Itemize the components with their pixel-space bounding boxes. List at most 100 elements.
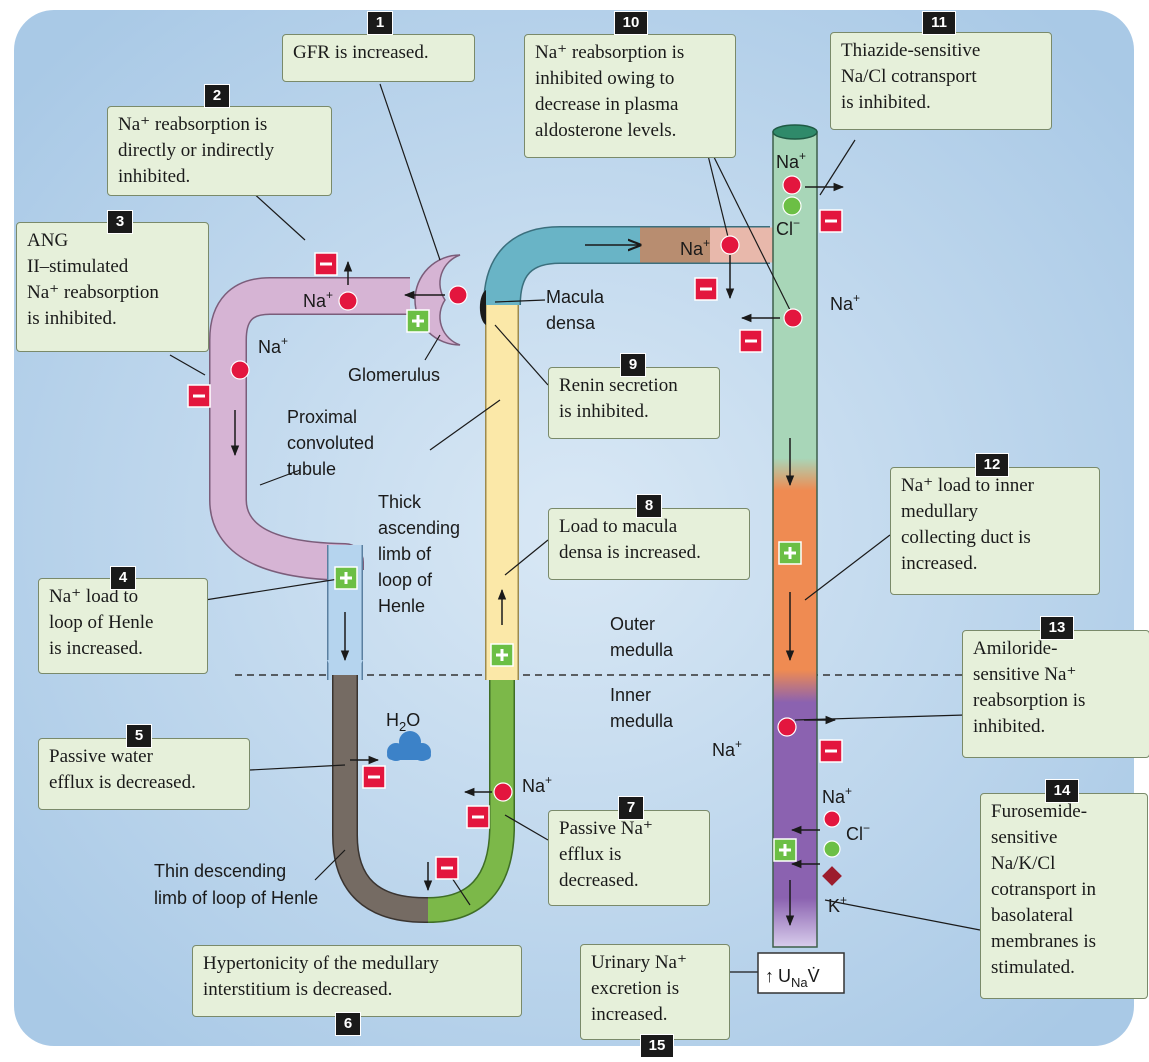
cl-label-cotransport: Cl−: [846, 821, 870, 844]
na-label-cd-cortex: Na+: [830, 291, 860, 314]
na-label-cotransport: Na+: [822, 784, 852, 807]
water-cloud-icon: [387, 731, 431, 761]
na-ion-pct-2: [230, 360, 250, 380]
macula-densa: [479, 290, 486, 325]
minus-badge-water: [362, 765, 386, 789]
na-ion-pct: [338, 291, 358, 311]
callout-6: Hypertonicity of the medullary interstit…: [192, 945, 522, 1017]
plus-badge-tal: [490, 643, 514, 667]
callout-9: Renin secretion is inhibited.: [548, 367, 720, 439]
callout-12: Na⁺ load to inner medullary collecting d…: [890, 467, 1100, 595]
label-outer-2: medulla: [610, 640, 674, 660]
proximal-convoluted-tubule: [210, 278, 410, 580]
plus-badges: [334, 309, 802, 862]
flow-arrows: [230, 245, 795, 927]
label-inner-1: Inner: [610, 685, 651, 705]
callout-number-13: 13: [1040, 616, 1074, 640]
thin-descending-limb: [333, 675, 430, 922]
plus-badge-furosemide: [773, 838, 797, 862]
na-ion-cotransport: [823, 810, 841, 828]
label-macula-2: densa: [546, 313, 596, 333]
distal-tubule-early: [484, 227, 640, 306]
plus-badge-glomerulus: [406, 309, 430, 333]
thin-ascending-limb: [427, 670, 514, 922]
label-inner-2: medulla: [610, 711, 674, 731]
minus-badge-cd-cortex: [739, 329, 763, 353]
cl-ion-cd-top: [782, 196, 802, 216]
label-macula-1: Macula: [546, 287, 605, 307]
label-outer-1: Outer: [610, 614, 655, 634]
label-tdl-1: Thin descending: [154, 861, 286, 881]
callout-number-8: 8: [636, 494, 662, 518]
cl-ion-cotransport: [823, 840, 841, 858]
callout-number-4: 4: [110, 566, 136, 590]
label-h2o: H2O: [386, 710, 420, 734]
na-ion-cd-top: [782, 175, 802, 195]
callout-number-15: 15: [640, 1034, 674, 1058]
callout-3: ANG II–stimulated Na⁺ reabsorption is in…: [16, 222, 209, 352]
na-ion-cd-cortex: [783, 308, 803, 328]
cl-label-cd-top: Cl−: [776, 216, 800, 239]
na-label-pct: Na+: [303, 288, 333, 311]
label-pct-1: Proximal: [287, 407, 357, 427]
callout-number-11: 11: [922, 11, 956, 35]
callout-number-1: 1: [367, 11, 393, 35]
na-ion-dct: [720, 235, 740, 255]
transport-arrows: [343, 182, 845, 892]
na-label-thin-ascending: Na+: [522, 773, 552, 796]
urinary-excretion-symbol: ↑UNaV̇: [757, 952, 845, 994]
callout-7: Passive Na⁺ efflux is decreased.: [548, 810, 710, 906]
label-tal-1: Thick: [378, 492, 422, 512]
callout-number-14: 14: [1045, 779, 1079, 803]
callout-2: Na⁺ reabsorption is directly or indirect…: [107, 106, 332, 196]
na-ion-cd-inner: [777, 717, 797, 737]
callout-number-7: 7: [618, 796, 644, 820]
collecting-duct-opening: [772, 124, 818, 140]
minus-badge-interstitium: [435, 856, 459, 880]
na-label-cd-inner: Na+: [712, 737, 742, 760]
na-label-pct-2: Na+: [258, 334, 288, 357]
callout-4: Na⁺ load to loop of Henle is increased.: [38, 578, 208, 674]
collecting-duct: [772, 131, 818, 948]
label-tal-5: Henle: [378, 596, 425, 616]
callout-number-10: 10: [614, 11, 648, 35]
label-pct-3: tubule: [287, 459, 336, 479]
na-ion-thin-ascending: [493, 782, 513, 802]
na-label-cd-top: Na+: [776, 149, 806, 172]
na-ions: [230, 175, 841, 828]
minus-badge-amiloride: [819, 739, 843, 763]
callout-number-5: 5: [126, 724, 152, 748]
minus-badge-thiazide: [819, 209, 843, 233]
na-label-dct: Na+: [680, 236, 710, 259]
callout-11: Thiazide-sensitive Na/Cl cotransport is …: [830, 32, 1052, 130]
label-tal-4: loop of: [378, 570, 433, 590]
minus-badges: [187, 209, 843, 880]
callout-number-6: 6: [335, 1012, 361, 1036]
excretion-formula: ↑UNaV̇: [765, 966, 820, 990]
callout-1: GFR is increased.: [282, 34, 475, 82]
minus-badge-dct: [694, 277, 718, 301]
label-tal-2: ascending: [378, 518, 460, 538]
minus-badge-thin-ascending: [466, 805, 490, 829]
callout-5: Passive water efflux is decreased.: [38, 738, 250, 810]
na-ion-glomerulus: [448, 285, 468, 305]
callout-14: Furosemide- sensitive Na/K/Cl cotranspor…: [980, 793, 1148, 999]
callout-15: Urinary Na⁺ excretion is increased.: [580, 944, 730, 1040]
callout-number-9: 9: [620, 353, 646, 377]
plus-badge-pars-recta: [334, 566, 358, 590]
k-ion-diamond: [822, 866, 842, 886]
k-label-cotransport: K+: [828, 893, 847, 916]
callout-number-12: 12: [975, 453, 1009, 477]
label-glomerulus: Glomerulus: [348, 365, 440, 385]
plus-badge-cd-outer: [778, 541, 802, 565]
label-pct-2: convoluted: [287, 433, 374, 453]
label-tdl-2: limb of loop of Henle: [154, 888, 318, 908]
label-tal-3: limb of: [378, 544, 432, 564]
ion-labels: Na+ Na+ Na+ Na+ Na+ Cl− Na+ Na+ Cl− K+ N…: [258, 149, 870, 916]
minus-badge-pct-left: [187, 384, 211, 408]
callout-10: Na⁺ reabsorption is inhibited owing to d…: [524, 34, 736, 158]
callout-number-2: 2: [204, 84, 230, 108]
callout-8: Load to macula densa is increased.: [548, 508, 750, 580]
minus-badge-pct-top: [314, 252, 338, 276]
